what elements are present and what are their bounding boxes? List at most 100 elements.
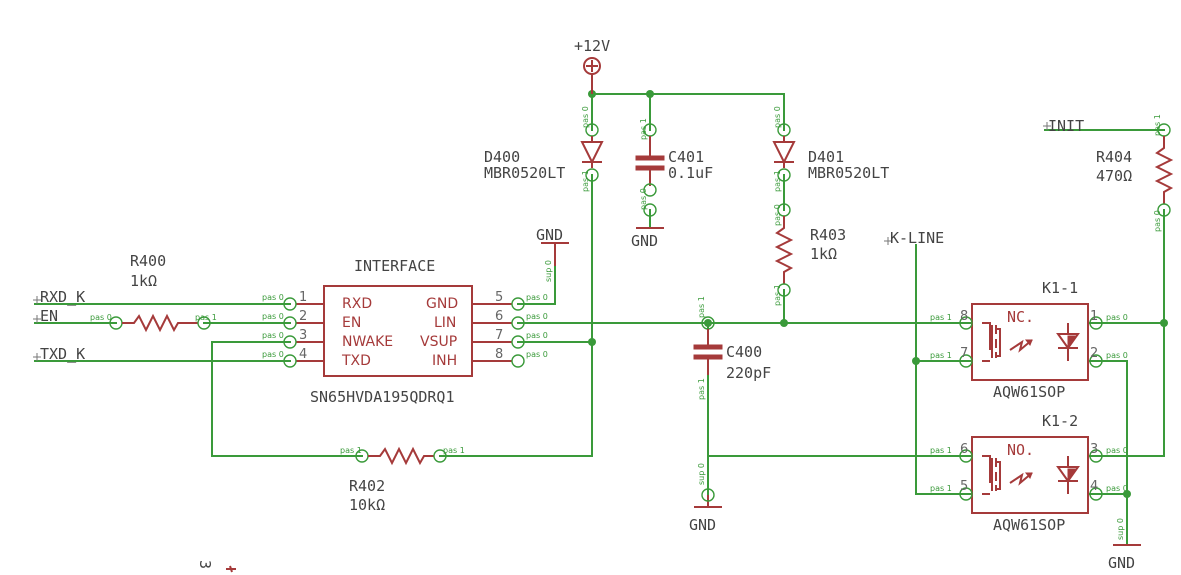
svg-text:C401: C401 xyxy=(668,148,704,166)
svg-text:pas 0: pas 0 xyxy=(1106,446,1128,455)
gnd-symbol-c400: GND xyxy=(689,495,722,534)
svg-text:pas 1: pas 1 xyxy=(930,313,952,322)
svg-text:D400: D400 xyxy=(484,148,520,166)
gnd-symbol-relay: GND xyxy=(1108,544,1141,572)
svg-text:pas 1: pas 1 xyxy=(773,284,782,306)
svg-text:RXD: RXD xyxy=(342,296,372,312)
svg-text:R403: R403 xyxy=(810,226,846,244)
svg-text:C400: C400 xyxy=(726,343,762,361)
svg-text:6: 6 xyxy=(495,309,503,324)
svg-text:7: 7 xyxy=(960,346,968,361)
svg-text:D401: D401 xyxy=(808,148,844,166)
resistor-r402: R402 10kΩ pas 1 pas 1 xyxy=(340,446,465,514)
relay-ref: K1-1 xyxy=(1042,279,1078,297)
svg-text:R400: R400 xyxy=(130,252,166,270)
svg-text:pas 1: pas 1 xyxy=(697,296,706,318)
svg-text:1: 1 xyxy=(1090,309,1098,324)
net-labels: RXD_K EN TXD_K K-LINE INIT xyxy=(33,117,1084,363)
svg-text:3: 3 xyxy=(1090,442,1098,457)
svg-text:pas 0: pas 0 xyxy=(526,293,548,302)
svg-text:EN: EN xyxy=(342,315,361,331)
svg-text:NWAKE: NWAKE xyxy=(342,334,393,350)
svg-text:INH: INH xyxy=(432,353,457,369)
svg-text:pas 0: pas 0 xyxy=(90,313,112,322)
svg-text:10kΩ: 10kΩ xyxy=(349,496,385,514)
capacitor-c400: C400 220pF pas 1 pas 1 sup 0 xyxy=(693,296,771,502)
net-kline: K-LINE xyxy=(890,229,944,247)
svg-text:7: 7 xyxy=(495,328,503,343)
svg-text:pas 1: pas 1 xyxy=(340,446,362,455)
svg-text:NC.: NC. xyxy=(1007,308,1034,326)
svg-text:pas 1: pas 1 xyxy=(639,118,648,140)
svg-text:GND: GND xyxy=(536,226,563,244)
svg-text:VSUP: VSUP xyxy=(420,334,457,350)
svg-text:3: 3 xyxy=(299,328,307,343)
relay-ref: K1-2 xyxy=(1042,412,1078,430)
svg-text:1: 1 xyxy=(299,290,307,305)
svg-text:LIN: LIN xyxy=(434,315,456,331)
svg-text:pas 0: pas 0 xyxy=(262,350,284,359)
svg-text:pas 0: pas 0 xyxy=(1106,351,1128,360)
svg-text:GND: GND xyxy=(631,232,658,250)
svg-text:8: 8 xyxy=(495,347,503,362)
svg-text:4: 4 xyxy=(1090,479,1098,494)
svg-text:pas 0: pas 0 xyxy=(526,331,548,340)
svg-text:pas 0: pas 0 xyxy=(1106,313,1128,322)
svg-text:3: 3 xyxy=(196,560,214,569)
ic-value: SN65HVDA195QDRQ1 xyxy=(310,388,455,406)
svg-text:pas 0: pas 0 xyxy=(262,293,284,302)
net-rxd: RXD_K xyxy=(40,288,85,306)
svg-text:pas 0: pas 0 xyxy=(1153,210,1162,232)
svg-text:pas 1: pas 1 xyxy=(581,170,590,192)
svg-text:5: 5 xyxy=(495,290,503,305)
svg-text:220pF: 220pF xyxy=(726,364,771,382)
svg-text:TXD: TXD xyxy=(341,353,371,369)
svg-text:pas 1: pas 1 xyxy=(443,446,465,455)
svg-text:pas 0: pas 0 xyxy=(639,188,648,210)
svg-text:pas 0: pas 0 xyxy=(262,312,284,321)
svg-text:GND: GND xyxy=(689,516,716,534)
resistor-r403: R403 1kΩ pas 0 pas 1 xyxy=(773,203,846,306)
vcc-label: +12V xyxy=(574,37,610,55)
svg-text:R404: R404 xyxy=(1096,148,1132,166)
svg-text:pas 1: pas 1 xyxy=(773,170,782,192)
svg-text:4: 4 xyxy=(299,347,307,362)
svg-text:sup 0: sup 0 xyxy=(697,463,706,485)
net-init: INIT xyxy=(1048,117,1084,135)
svg-text:8: 8 xyxy=(960,309,968,324)
relay-k1-2: K1-2 AQW61SOP NO. 6 5 3 4 pas 1 pas 1 pa… xyxy=(930,412,1128,540)
svg-text:pas 1: pas 1 xyxy=(195,313,217,322)
svg-text:6: 6 xyxy=(960,442,968,457)
svg-text:sup 0: sup 0 xyxy=(1116,518,1125,540)
svg-text:NO.: NO. xyxy=(1007,441,1034,459)
corner-mark: 3 xyxy=(196,560,236,573)
net-en: EN xyxy=(40,307,58,325)
wires xyxy=(34,93,1165,546)
gnd-symbol-ic: GND xyxy=(536,226,569,266)
svg-text:pas 0: pas 0 xyxy=(1106,484,1128,493)
svg-text:pas 0: pas 0 xyxy=(773,106,782,128)
svg-text:MBR0520LT: MBR0520LT xyxy=(484,164,565,182)
interface-ic: INTERFACE SN65HVDA195QDRQ1 1 2 3 4 RXD E… xyxy=(262,257,553,406)
resistor-r400: R400 1kΩ pas 0 pas 1 xyxy=(90,252,217,333)
svg-text:0.1uF: 0.1uF xyxy=(668,164,713,182)
svg-text:pas 1: pas 1 xyxy=(1153,114,1162,136)
ic-name: INTERFACE xyxy=(354,257,435,275)
svg-text:pas 1: pas 1 xyxy=(930,351,952,360)
svg-text:470Ω: 470Ω xyxy=(1096,167,1132,185)
svg-text:pas 1: pas 1 xyxy=(930,484,952,493)
svg-text:2: 2 xyxy=(299,309,307,324)
svg-text:1kΩ: 1kΩ xyxy=(810,245,837,263)
svg-text:1kΩ: 1kΩ xyxy=(130,272,157,290)
svg-text:pas 1: pas 1 xyxy=(697,378,706,400)
gnd-symbol-c401: GND xyxy=(631,227,664,250)
relay-value: AQW61SOP xyxy=(993,516,1065,534)
svg-text:pas 1: pas 1 xyxy=(930,446,952,455)
svg-text:MBR0520LT: MBR0520LT xyxy=(808,164,889,182)
svg-text:5: 5 xyxy=(960,479,968,494)
svg-text:2: 2 xyxy=(1090,346,1098,361)
relay-value: AQW61SOP xyxy=(993,383,1065,401)
vcc-supply-symbol: +12V xyxy=(574,37,610,94)
svg-text:R402: R402 xyxy=(349,477,385,495)
